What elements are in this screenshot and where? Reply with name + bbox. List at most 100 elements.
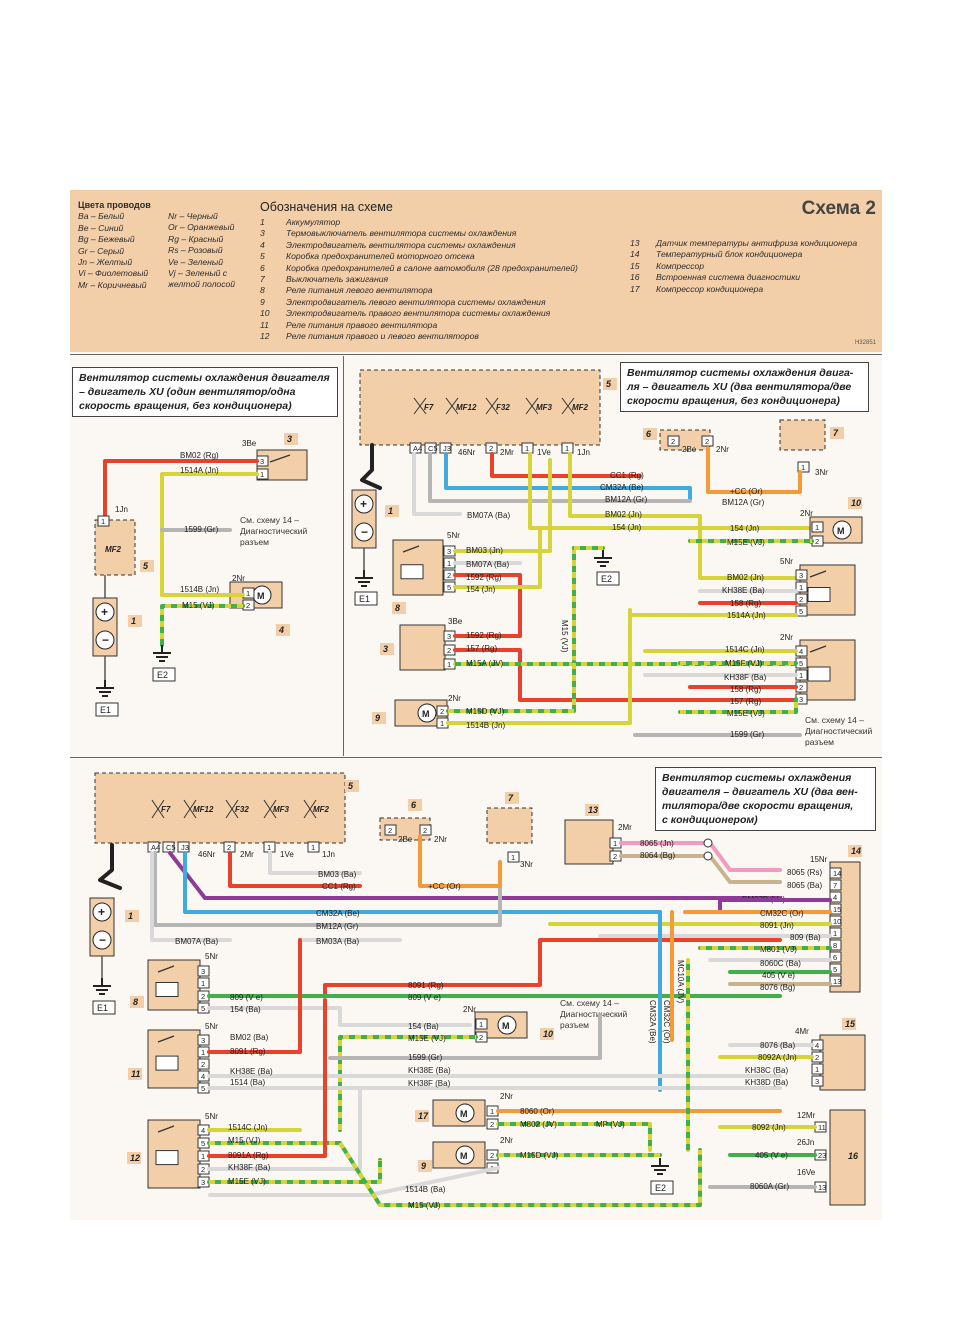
- pin-label: 1: [201, 979, 205, 988]
- number-tag: [603, 378, 617, 390]
- pin-label: 1: [201, 1152, 205, 1161]
- pin-label: 5: [833, 965, 837, 974]
- scheme-label: Схема 2: [801, 198, 876, 219]
- fuse-label: MF12: [193, 805, 214, 814]
- component-number: 14: [851, 846, 861, 856]
- component-number: 9: [421, 1161, 426, 1171]
- pin-label: 11: [818, 1123, 826, 1132]
- designation-text: Реле питания правого вентилятора: [286, 319, 438, 330]
- component-number: 17: [418, 1111, 429, 1121]
- fuse-box-5: [94, 519, 136, 576]
- wire-label: 1514A (Jn): [180, 466, 219, 475]
- pin-label: 2Be: [398, 835, 413, 844]
- fuse-label: MF3: [273, 805, 290, 814]
- pin-label: 46Nr: [458, 448, 476, 457]
- component-number: 1: [388, 506, 393, 516]
- fuse-icon: [303, 799, 317, 819]
- pin-label: 2Be: [682, 445, 697, 454]
- pin-label: 5Nr: [205, 952, 218, 961]
- pin-label: C5: [166, 843, 176, 852]
- wire-CC-Or: [706, 446, 802, 494]
- wire-label: BM07A (Ba): [175, 937, 218, 946]
- designation-text: Датчик температуры антифриза кондиционер…: [656, 238, 858, 248]
- pin-label: 2Nr: [463, 1005, 476, 1014]
- number-tag: [380, 643, 394, 655]
- ground-tag: [596, 571, 620, 586]
- motor-icon: [455, 1145, 475, 1165]
- pin-label: 2: [705, 437, 709, 446]
- ground-label: E2: [655, 1183, 666, 1193]
- fuse-icon: [413, 397, 427, 415]
- number-tag: [128, 615, 142, 627]
- fuse-icon: [561, 397, 575, 415]
- motor-icon: [832, 520, 852, 540]
- motor-label: M: [502, 1021, 510, 1031]
- wire-label: M801 (VJ): [760, 945, 797, 954]
- number-tag: [418, 1160, 432, 1172]
- component-number: 4: [278, 625, 284, 635]
- number-tag: [345, 780, 359, 792]
- wire-color-item: Vj – Зеленый с: [168, 268, 228, 279]
- designation-text: Электродвигатель правого вентилятора сис…: [286, 308, 551, 319]
- title-line: Вентилятор системы охлаждения двигателя: [79, 372, 330, 384]
- wire-label: 1592 (Rg): [466, 573, 502, 582]
- pin-label: 15Nr: [810, 855, 828, 864]
- wire-label: 809 (V e): [230, 993, 263, 1002]
- pin-label: 4: [201, 1072, 205, 1081]
- designation-number: 12: [260, 331, 270, 342]
- wire-BM12A-Gr: [428, 452, 692, 503]
- relay-switch-icon: [157, 965, 175, 973]
- pin-label: 2: [490, 1151, 494, 1160]
- pin: [307, 841, 320, 853]
- wire-battery-Nr: [360, 443, 382, 490]
- pin-label: 1: [833, 929, 837, 938]
- wire-color-item: Jn – Желтый: [78, 257, 133, 268]
- fuse-icon: [445, 397, 459, 415]
- designation-number: 7: [260, 274, 265, 285]
- wire-label: CC1 (Rg): [610, 471, 644, 480]
- wire-M15-VJ-stripe: [160, 604, 243, 645]
- pin-label: 1: [801, 463, 805, 472]
- pin-label: 16Ve: [797, 1168, 816, 1177]
- pin: [829, 867, 842, 879]
- wire-color-item: Bg – Бежевый: [78, 234, 135, 245]
- pin: [829, 915, 842, 927]
- fuse-label: F7: [161, 805, 171, 814]
- title-line: Вентилятор системы охлаждения двига-: [627, 367, 854, 379]
- wire-CC-Or-b: [418, 834, 502, 888]
- pin-label: 2: [613, 852, 617, 861]
- pin: [521, 442, 534, 454]
- wire-label: M802 (JV): [520, 1120, 557, 1129]
- pin-label: 2: [440, 707, 444, 716]
- relay-switch-icon: [402, 545, 420, 553]
- pin-label: 3: [447, 547, 451, 556]
- wire-8091-Rg-2: [207, 938, 302, 1054]
- temp-sensor-13: [564, 819, 614, 865]
- wire-label: KH38C (Ba): [745, 1066, 788, 1075]
- designation-number: 8: [260, 285, 265, 296]
- pin: [829, 939, 842, 951]
- ground-label: E2: [601, 574, 612, 584]
- wire-label: KH38F (Ba): [228, 1163, 271, 1172]
- wire-BM07A-Ba-b: [150, 851, 232, 942]
- pin-label: 2Nr: [780, 633, 793, 642]
- ground-tag: [354, 591, 378, 606]
- pin: [811, 1075, 824, 1087]
- pin-label: 10: [833, 917, 841, 926]
- motor-label: M: [837, 526, 845, 536]
- motor-icon: [455, 1103, 475, 1123]
- number-tag: [848, 845, 862, 857]
- wire-label: 154 (Jn): [730, 524, 760, 533]
- designation-number: 4: [260, 239, 265, 250]
- ground-tag: [92, 1000, 116, 1015]
- wire-label: CM32C (Or): [662, 1000, 671, 1044]
- component-number: 16: [848, 1151, 859, 1161]
- wire-label: M15 (VJ): [408, 1201, 441, 1210]
- pin-label: 1Ve: [537, 448, 551, 457]
- wire-battery-Nr-b: [98, 843, 122, 890]
- designation-text: Реле питания левого вентилятора: [286, 285, 433, 296]
- wire-label: MP (VJ): [596, 1120, 625, 1129]
